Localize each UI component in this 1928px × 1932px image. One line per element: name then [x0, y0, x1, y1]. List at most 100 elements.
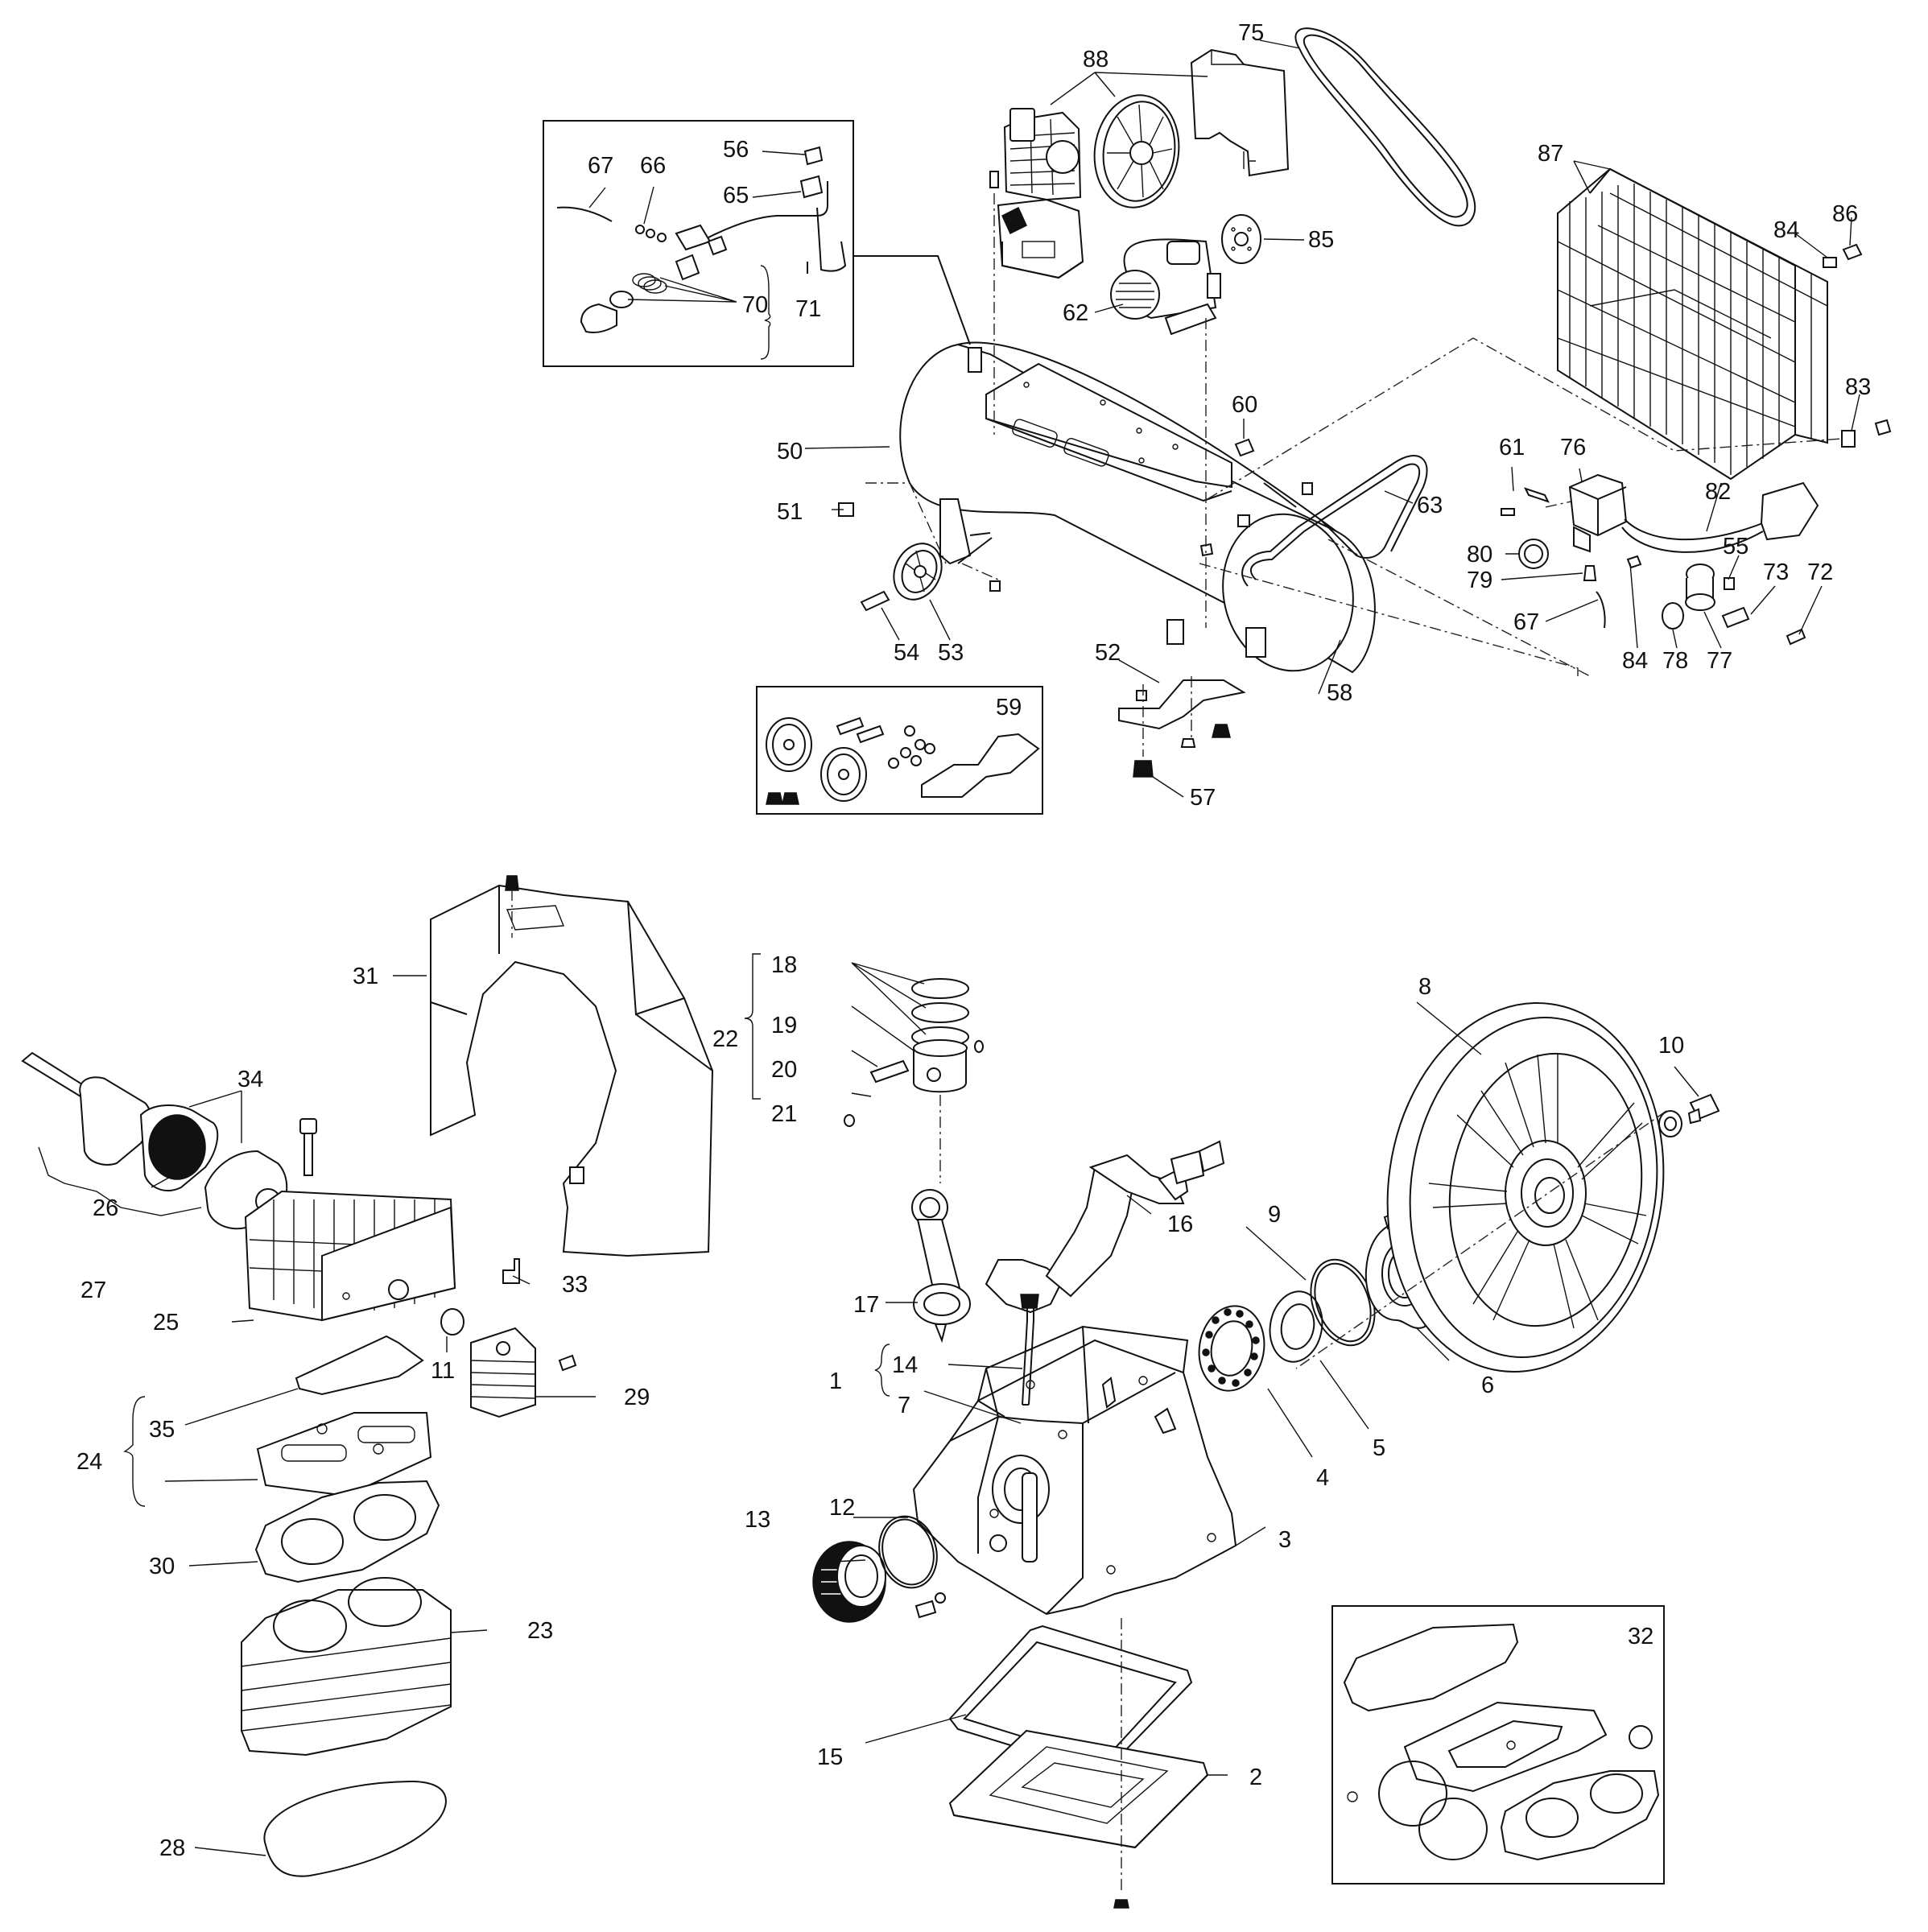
- callout-80: 80: [1467, 542, 1492, 568]
- callout-13: 13: [745, 1507, 770, 1533]
- callout-52: 52: [1095, 640, 1121, 666]
- wire-belt-guard: [1557, 167, 1828, 481]
- callout-16: 16: [1167, 1212, 1193, 1237]
- fitting-84b: [1626, 555, 1642, 569]
- callout-53: 53: [938, 640, 964, 666]
- flywheel-small: [1093, 94, 1180, 208]
- callout-57: 57: [1190, 785, 1216, 811]
- clip-83: [1841, 419, 1892, 448]
- callout-15: 15: [817, 1744, 843, 1770]
- callout-4: 4: [1316, 1465, 1329, 1491]
- callout-75: 75: [1238, 20, 1264, 46]
- axle-54: [860, 590, 890, 612]
- coupler-73: [1721, 606, 1750, 629]
- callout-33: 33: [562, 1272, 588, 1298]
- valve-plate-24: [256, 1412, 432, 1497]
- rear-foot: [1118, 679, 1246, 748]
- callout-84a: 84: [1773, 217, 1799, 243]
- callout-50: 50: [777, 439, 803, 464]
- callout-59: 59: [996, 695, 1022, 720]
- nipple-72: [1786, 628, 1806, 646]
- callout-18: 18: [771, 952, 797, 978]
- callout-71: 71: [795, 296, 821, 322]
- washer: [935, 1592, 946, 1604]
- callout-83: 83: [1845, 374, 1871, 400]
- callout-51: 51: [777, 499, 803, 525]
- top-leaders: [804, 39, 1860, 798]
- base-plate: [948, 1729, 1209, 1849]
- electric-motor: [1110, 238, 1221, 628]
- pressure-switch: [1524, 473, 1819, 553]
- flywheel-bolt: [1658, 1093, 1720, 1137]
- connecting-rod: [911, 1189, 971, 1344]
- callout-12: 12: [829, 1495, 855, 1521]
- callout-84b: 84: [1622, 648, 1648, 674]
- callout-3: 3: [1278, 1527, 1291, 1553]
- callout-88: 88: [1083, 47, 1108, 72]
- clip-84: [1823, 257, 1837, 268]
- oil-seal: [1269, 1290, 1323, 1363]
- callout-5: 5: [1373, 1435, 1385, 1461]
- callout-60: 60: [1232, 392, 1257, 418]
- callout-65: 65: [723, 183, 749, 208]
- callout-6: 6: [1481, 1373, 1494, 1398]
- callout-63: 63: [1417, 493, 1443, 518]
- callout-78: 78: [1662, 648, 1688, 674]
- cooler-29: [470, 1327, 577, 1418]
- callout-8: 8: [1418, 974, 1431, 1000]
- gasket-30: [254, 1480, 440, 1583]
- regulator: [1685, 564, 1715, 611]
- callout-24: 24: [76, 1449, 102, 1475]
- callout-35: 35: [149, 1417, 175, 1443]
- callout-79: 79: [1467, 568, 1492, 593]
- fitting-55: [1724, 577, 1735, 590]
- fitting-33: [502, 1258, 520, 1284]
- flywheel-large: [1386, 1002, 1665, 1373]
- callout-29: 29: [624, 1385, 650, 1410]
- callout-58: 58: [1327, 680, 1352, 706]
- clip-86: [1842, 243, 1863, 261]
- pump-belt-guard: [430, 875, 714, 1257]
- gasket-35: [295, 1335, 424, 1396]
- inset-wheel-kit: [756, 686, 1043, 815]
- callout-56: 56: [723, 137, 749, 163]
- hose-67: [1596, 591, 1606, 629]
- head-bolt: [299, 1118, 317, 1176]
- callout-11: 11: [431, 1358, 455, 1384]
- inset-check-valve-kit: [543, 120, 971, 367]
- cylinder-head: [244, 1190, 456, 1322]
- callout-73: 73: [1763, 559, 1789, 585]
- motor-pulley: [1221, 214, 1261, 264]
- callout-32: 32: [1628, 1624, 1653, 1649]
- callout-7: 7: [898, 1393, 910, 1418]
- callout-1: 1: [829, 1368, 842, 1394]
- callout-66: 66: [640, 153, 666, 179]
- callout-labels: 88 75 87 86 84 85 62 67 66 56 65 70 71 6…: [76, 20, 1871, 1861]
- callout-10: 10: [1658, 1033, 1684, 1059]
- callout-82: 82: [1705, 479, 1731, 505]
- callout-86: 86: [1832, 201, 1858, 227]
- callout-2: 2: [1249, 1765, 1262, 1790]
- inset-gasket-kit: [1331, 1605, 1665, 1885]
- callout-9: 9: [1268, 1202, 1281, 1228]
- valve-61: [1501, 508, 1515, 516]
- drain-51: [838, 502, 854, 517]
- callout-54: 54: [894, 640, 919, 666]
- foot-57: [1133, 760, 1154, 778]
- nut: [989, 580, 1001, 592]
- callout-23: 23: [527, 1618, 553, 1644]
- callout-67b: 67: [1513, 609, 1539, 635]
- crankshaft: [985, 1140, 1225, 1314]
- callout-76: 76: [1560, 435, 1586, 460]
- base-screw: [1113, 1899, 1129, 1909]
- callout-14: 14: [892, 1352, 918, 1378]
- callout-25: 25: [153, 1310, 179, 1335]
- tank-wheel: [893, 543, 943, 601]
- gasket-28: [263, 1780, 447, 1877]
- cylinder-23: [241, 1577, 452, 1757]
- callout-67a: 67: [588, 153, 613, 179]
- callout-26: 26: [93, 1195, 118, 1221]
- piston-rings: [844, 978, 984, 1127]
- gauge-78: [1662, 602, 1684, 630]
